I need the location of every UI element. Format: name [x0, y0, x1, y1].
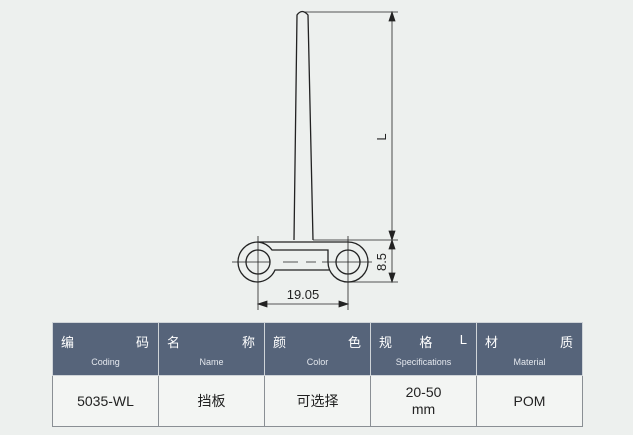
cell-name: 挡板 — [158, 375, 265, 427]
technical-drawing: L 8.5 19.05 — [232, 10, 398, 310]
table-header-row: 编 码 Coding 名 称 Name 颜 色 Color 规 格 L Specification… — [52, 322, 583, 376]
length-label: L — [374, 133, 389, 140]
header-zh: 格 — [419, 334, 434, 350]
cell-material: POM — [476, 375, 583, 427]
header-en: Name — [199, 356, 224, 367]
pitch-label: 19.05 — [287, 287, 320, 302]
header-zh: L — [459, 331, 468, 347]
header-coding: 编 码 Coding — [52, 322, 159, 376]
header-en: Specifications — [395, 356, 452, 367]
header-material: 材 质 Material — [476, 322, 583, 376]
header-zh: 材 — [485, 334, 500, 350]
header-zh: 质 — [559, 334, 574, 350]
height-label: 8.5 — [374, 253, 389, 271]
header-zh: 名 — [167, 334, 182, 350]
table-row: 5035-WL 挡板 可选择 20-50 mm POM — [52, 375, 583, 427]
header-zh: 颜 — [273, 334, 288, 350]
header-name: 名 称 Name — [158, 322, 265, 376]
header-color: 颜 色 Color — [264, 322, 371, 376]
header-zh: 码 — [135, 334, 150, 350]
cell-color: 可选择 — [264, 375, 371, 427]
cell-coding: 5035-WL — [52, 375, 159, 427]
header-en: Color — [306, 356, 329, 367]
header-zh: 编 — [61, 334, 76, 350]
stem-outline — [293, 10, 314, 241]
header-zh: 称 — [241, 334, 256, 350]
cell-specifications: 20-50 mm — [370, 375, 477, 427]
spec-table: 编 码 Coding 名 称 Name 颜 色 Color 规 格 L Specification… — [52, 322, 583, 427]
header-zh: 色 — [347, 334, 362, 350]
header-zh: 规 — [379, 334, 394, 350]
header-specifications: 规 格 L Specifications — [370, 322, 477, 376]
header-en: Coding — [91, 356, 120, 367]
header-en: Material — [513, 356, 546, 367]
